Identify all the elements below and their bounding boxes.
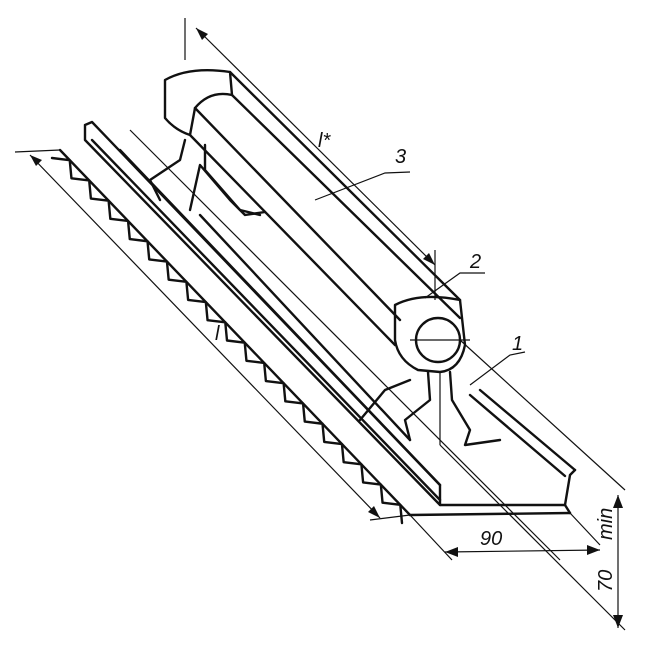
part-3-label: 3 xyxy=(395,146,406,168)
height-dim-label: 70 xyxy=(595,570,617,592)
rail xyxy=(148,69,502,447)
serrated-edge xyxy=(50,156,404,525)
dimensions xyxy=(14,18,626,631)
part-2-label: 2 xyxy=(469,251,481,273)
length-label: l xyxy=(215,323,220,345)
part-1-label: 1 xyxy=(512,333,523,355)
length-star-label: l* xyxy=(318,130,331,152)
base-profile xyxy=(58,120,577,517)
height-min-label: min xyxy=(595,508,617,540)
width-dim-label: 90 xyxy=(480,528,502,550)
